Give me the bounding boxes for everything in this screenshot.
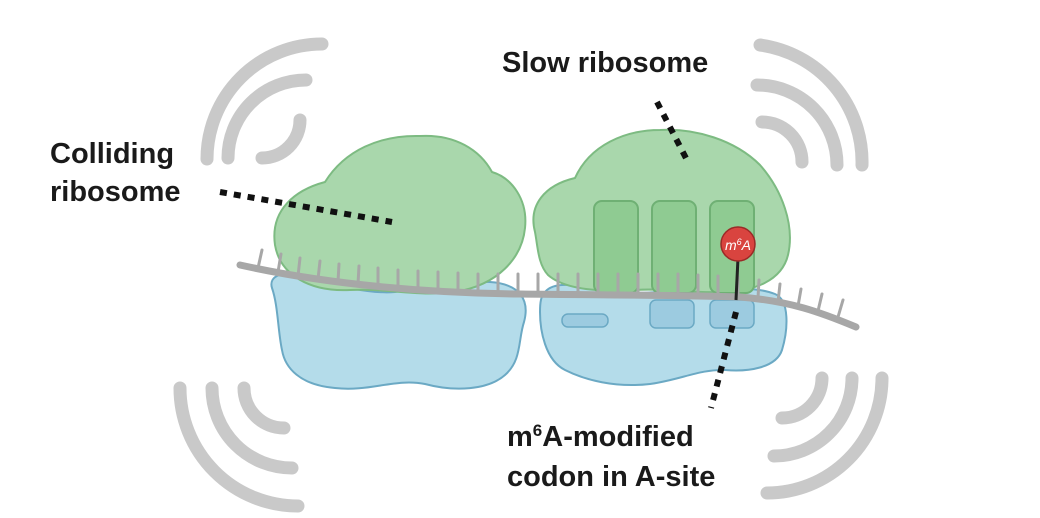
motion-arc-top-right bbox=[753, 38, 869, 172]
slow-ribosome-label: Slow ribosome bbox=[502, 47, 708, 79]
motion-arcs-icon bbox=[173, 37, 889, 513]
motion-arc-top-left bbox=[221, 73, 313, 165]
motion-arc-bottom-right bbox=[760, 371, 889, 500]
a-site-small-block bbox=[709, 299, 755, 329]
m6a-codon-label-line1: m6A-modified bbox=[507, 421, 694, 453]
motion-arc-top-right bbox=[750, 78, 844, 172]
mrna-strand bbox=[236, 248, 860, 331]
small-site-block bbox=[561, 313, 609, 328]
m6a-leader-line bbox=[708, 311, 739, 409]
motion-arc-bottom-right bbox=[767, 371, 859, 463]
colliding-ribosome-label-line1: Colliding bbox=[50, 138, 174, 170]
colliding-ribosome-label-line2: ribosome bbox=[50, 176, 181, 208]
m6a-badge-circle bbox=[720, 226, 756, 262]
motion-arc-top-left bbox=[200, 37, 329, 166]
m6a-badge-text: m6A bbox=[725, 237, 751, 253]
slow-leader-line bbox=[654, 100, 691, 164]
motion-arc-bottom-left bbox=[237, 381, 291, 435]
colliding-large-subunit bbox=[273, 134, 527, 295]
mrna-backbone bbox=[236, 261, 860, 331]
m6a-badge-icon: m6A bbox=[720, 226, 756, 301]
motion-arc-top-left bbox=[255, 113, 307, 165]
motion-arc-bottom-left bbox=[205, 381, 299, 475]
motion-arc-bottom-left bbox=[173, 381, 305, 513]
m6a-badge-stem bbox=[734, 257, 740, 301]
m6a-codon-label-line2: codon in A-site bbox=[507, 461, 715, 493]
e-site-block bbox=[593, 200, 639, 294]
p-site-small-block bbox=[649, 299, 695, 329]
leader-lines bbox=[219, 100, 739, 409]
motion-arc-bottom-right bbox=[775, 371, 829, 425]
colliding-leader-line bbox=[219, 189, 393, 225]
motion-arc-top-right bbox=[755, 115, 809, 169]
